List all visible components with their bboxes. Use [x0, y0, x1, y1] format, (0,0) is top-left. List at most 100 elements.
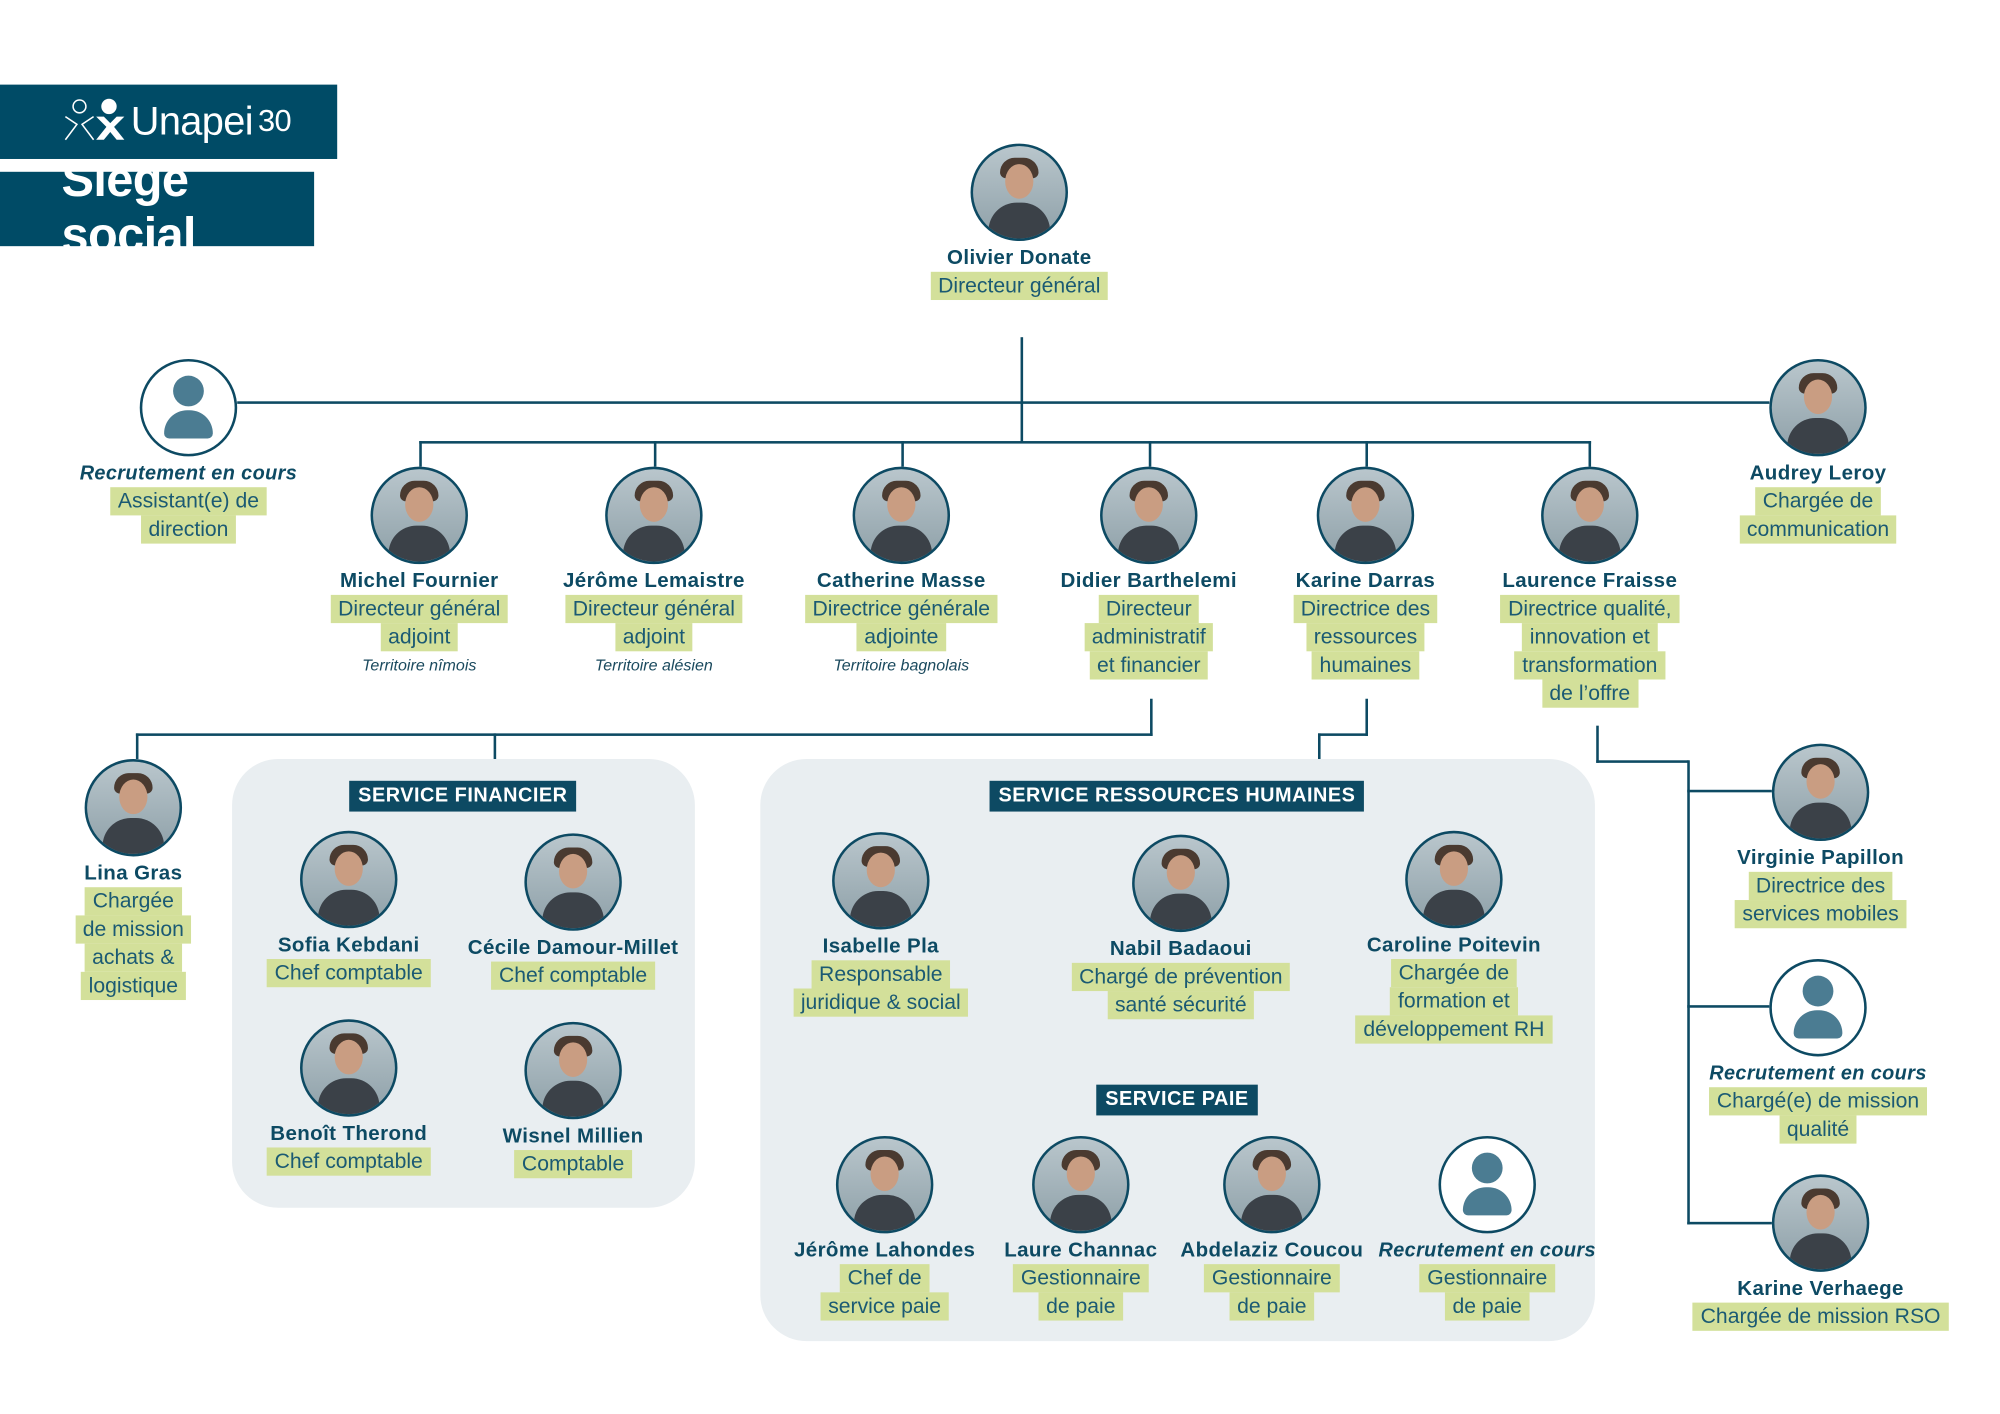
person-name: Karine Darras — [1295, 570, 1436, 593]
connector-line — [1687, 1221, 1772, 1225]
person-name: Abdelaziz Coucou — [1180, 1239, 1364, 1262]
person-name: Recrutement en cours — [1709, 1062, 1927, 1085]
person-name: Catherine Masse — [816, 570, 986, 593]
role-line: innovation et — [1522, 623, 1658, 652]
person-name: Benoît Therond — [270, 1123, 428, 1145]
role-line: de mission — [75, 915, 192, 944]
connector-line — [1317, 733, 1321, 760]
role-line: adjointe — [856, 623, 947, 652]
connector-line — [901, 441, 904, 467]
profile-photo — [832, 832, 930, 930]
role-line: Comptable — [514, 1150, 632, 1179]
role-line: communication — [1739, 515, 1897, 544]
connector-line — [1596, 760, 1689, 763]
connector-line — [1148, 441, 1152, 467]
profile-photo — [1771, 1174, 1870, 1272]
person-name: Sofia Kebdani — [277, 934, 420, 957]
territory-note: Territoire bagnolais — [833, 656, 970, 675]
role-line: ressources — [1305, 623, 1425, 652]
role-line: Directeur — [1098, 594, 1200, 624]
profile-photo — [605, 466, 703, 565]
brand-number: 30 — [258, 103, 292, 139]
brand-banner: Unapei 30 — [0, 84, 338, 159]
role-line: Chef comptable — [266, 1147, 431, 1176]
role-line: Gestionnaire — [1419, 1264, 1555, 1293]
role-line: Chargé de prévention — [1071, 962, 1291, 992]
connector-line — [135, 733, 1153, 736]
profile-photo — [84, 759, 183, 857]
profile-photo — [852, 466, 951, 565]
connector-line — [237, 401, 1770, 404]
role-line: Directrice des — [1748, 871, 1893, 901]
role-line: santé sécurité — [1107, 991, 1255, 1020]
person-name: Wisnel Millien — [502, 1125, 644, 1148]
person-name: Olivier Donate — [947, 247, 1092, 270]
person-name: Isabelle Pla — [822, 935, 939, 958]
profile-photo — [1769, 358, 1867, 457]
person-name: Cécile Damour-Millet — [467, 937, 679, 960]
person-name: Karine Verhaege — [1737, 1278, 1904, 1301]
profile-photo — [1100, 466, 1198, 565]
profile-photo — [1132, 834, 1230, 933]
connector-line — [1365, 441, 1369, 467]
role-line: Assistant(e) de — [110, 487, 267, 516]
person-placeholder-icon — [139, 358, 238, 457]
connector-line — [1687, 760, 1690, 1225]
role-line: de paie — [1229, 1292, 1315, 1321]
unapei-logo-icon — [64, 98, 125, 141]
role-line: de l’offre — [1541, 679, 1638, 708]
page-title: Siège social — [0, 154, 315, 263]
role-line: Responsable — [811, 960, 951, 989]
connector-line — [493, 733, 497, 760]
profile-photo — [1032, 1135, 1130, 1234]
connector-line — [1687, 789, 1772, 793]
territory-note: Territoire nîmois — [362, 656, 477, 675]
role-line: services mobiles — [1734, 900, 1907, 929]
service-paie-label: SERVICE PAIE — [1096, 1084, 1258, 1116]
profile-photo — [1316, 466, 1415, 565]
profile-photo — [1771, 743, 1870, 842]
role-line: Directeur général — [930, 271, 1109, 301]
role-line: Chef comptable — [266, 959, 431, 988]
brand-name: Unapei — [130, 98, 254, 144]
role-line: administratif — [1084, 623, 1214, 652]
connector-line — [419, 441, 422, 467]
person-name: Recrutement en cours — [1378, 1239, 1596, 1262]
service-rh-label: SERVICE RESSOURCES HUMAINES — [989, 780, 1365, 812]
role-line: Chargée de — [1755, 487, 1881, 516]
role-line: direction — [140, 515, 237, 544]
connector-line — [1150, 698, 1153, 736]
role-line: logistique — [80, 971, 186, 1001]
role-line: Chargée de mission RSO — [1692, 1302, 1949, 1331]
connector-line — [1596, 725, 1599, 763]
service-financier-label: SERVICE FINANCIER — [349, 780, 577, 812]
connector-line — [135, 733, 139, 760]
connector-line — [1020, 337, 1024, 443]
role-line: achats & — [84, 943, 183, 972]
role-line: Directrice générale — [804, 594, 998, 624]
role-line: Gestionnaire — [1204, 1264, 1340, 1293]
role-line: service paie — [820, 1292, 949, 1321]
role-line: Chef comptable — [491, 961, 655, 990]
connector-line — [1365, 698, 1369, 736]
person-placeholder-icon — [1438, 1135, 1536, 1234]
role-line: de paie — [1444, 1292, 1530, 1321]
profile-photo — [300, 830, 398, 929]
profile-photo — [1541, 466, 1639, 565]
profile-photo — [370, 466, 468, 565]
